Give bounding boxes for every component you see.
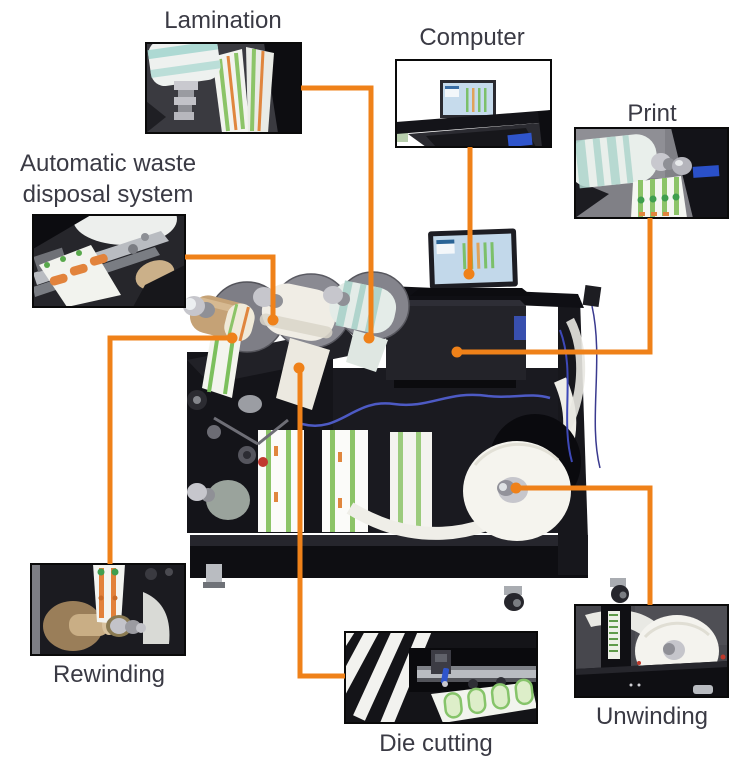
label-waste-disposal-line1: Automatic waste bbox=[19, 150, 197, 177]
endpoint-print bbox=[451, 346, 463, 358]
inset-lamination-photo bbox=[146, 43, 301, 133]
endpoint-waste-disposal bbox=[267, 314, 279, 326]
inset-die-cutting-photo bbox=[345, 632, 537, 723]
connector-rewinding bbox=[107, 335, 232, 564]
inset-computer-photo bbox=[396, 60, 551, 147]
inset-waste-disposal-photo bbox=[33, 215, 185, 307]
connector-waste-disposal bbox=[185, 254, 276, 320]
inset-waste-disposal-border bbox=[32, 214, 186, 308]
label-print: Print bbox=[627, 100, 677, 127]
label-waste-disposal: Automatic waste disposal system bbox=[20, 148, 196, 210]
endpoint-computer bbox=[463, 268, 475, 280]
connector-unwinding bbox=[516, 485, 653, 605]
inset-computer-border bbox=[395, 59, 552, 148]
label-rewinding: Rewinding bbox=[52, 661, 166, 688]
label-die-cutting: Die cutting bbox=[379, 730, 493, 757]
endpoint-rewinding bbox=[226, 332, 238, 344]
inset-unwinding-photo bbox=[575, 605, 728, 697]
label-lamination: Lamination bbox=[164, 7, 282, 34]
callout-connectors bbox=[107, 85, 653, 679]
machine-photo bbox=[183, 228, 629, 611]
endpoint-lamination bbox=[363, 332, 375, 344]
connector-print bbox=[457, 218, 653, 355]
label-waste-disposal-line2: disposal system bbox=[22, 181, 194, 208]
label-computer: Computer bbox=[419, 24, 525, 51]
inset-print-photo bbox=[575, 128, 728, 218]
connector-die-cutting bbox=[297, 368, 345, 679]
connector-lamination bbox=[301, 85, 374, 338]
endpoint-die-cutting bbox=[293, 362, 305, 374]
label-unwinding: Unwinding bbox=[595, 703, 709, 730]
endpoint-unwinding bbox=[510, 482, 522, 494]
inset-rewinding-photo bbox=[31, 564, 185, 655]
